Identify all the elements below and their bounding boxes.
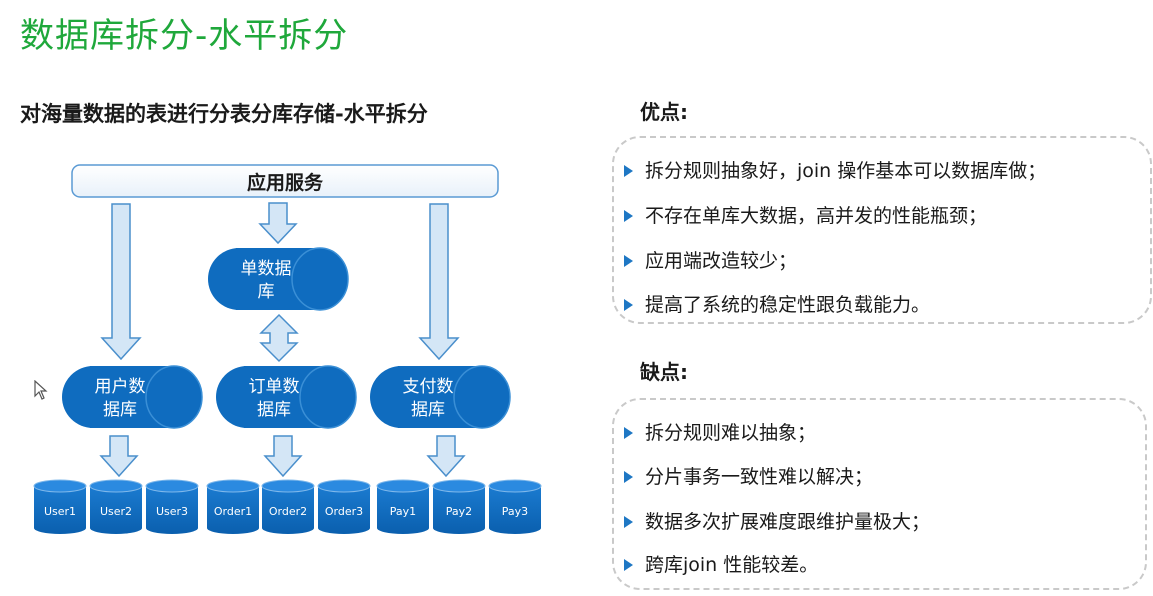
shard-db-label: Order1 <box>214 505 252 518</box>
shard-db-pay2: Pay2 <box>432 479 486 534</box>
arrow-order-to-shards <box>263 435 303 478</box>
cons-item: 拆分规则难以抽象； <box>624 418 816 445</box>
cons-item: 分片事务一致性难以解决； <box>624 462 873 489</box>
user-db-cylinder: 用户数 据库 <box>62 365 203 429</box>
shard-db-user1: User1 <box>33 479 87 534</box>
shard-db-label: Pay1 <box>390 505 416 518</box>
page-title: 数据库拆分-水平拆分 <box>20 16 349 56</box>
pros-item: 拆分规则抽象好，join 操作基本可以数据库做； <box>624 156 1046 183</box>
pros-item: 提高了系统的稳定性跟负载能力。 <box>624 290 930 317</box>
pros-item: 不存在单库大数据，高并发的性能瓶颈； <box>624 201 987 228</box>
pay-db-cylinder: 支付数 据库 <box>370 365 511 429</box>
user-db-label-line2: 据库 <box>103 400 137 420</box>
bullet-arrow-icon <box>624 298 633 311</box>
cons-item-text: 拆分规则难以抽象； <box>645 422 817 444</box>
pros-heading: 优点: <box>640 100 688 124</box>
bullet-arrow-icon <box>624 209 633 222</box>
arrow-user-to-shards <box>99 435 139 478</box>
single-db-cylinder: 单数据 库 <box>208 247 349 311</box>
bullet-arrow-icon <box>624 515 633 528</box>
cons-item-text: 数据多次扩展难度跟维护量极大； <box>645 511 931 533</box>
order-db-label-line1: 订单数 <box>249 377 300 397</box>
order-db-cylinder: 订单数 据库 <box>216 365 357 429</box>
arrow-to-user-db <box>100 203 142 361</box>
user-db-label-line1: 用户数 <box>95 377 146 397</box>
shard-db-label: User2 <box>100 505 132 518</box>
shard-db-label: Pay2 <box>446 505 472 518</box>
bullet-arrow-icon <box>624 470 633 483</box>
pros-item: 应用端改造较少； <box>624 246 797 273</box>
shard-db-order2: Order2 <box>261 479 315 534</box>
single-db-label-line1: 单数据 <box>241 259 292 279</box>
shard-db-user2: User2 <box>89 479 143 534</box>
cons-item-text: 分片事务一致性难以解决； <box>645 466 874 488</box>
bullet-arrow-icon <box>624 558 633 571</box>
bullet-arrow-icon <box>624 164 633 177</box>
shard-db-user3: User3 <box>145 479 199 534</box>
app-service-box <box>71 164 499 198</box>
cons-heading: 缺点: <box>640 360 688 384</box>
mouse-pointer-icon <box>34 380 48 400</box>
bullet-arrow-icon <box>624 254 633 267</box>
pay-db-label-line2: 据库 <box>411 400 445 420</box>
app-service-label: 应用服务 <box>247 171 324 194</box>
pay-db-label-line1: 支付数 <box>403 377 454 397</box>
double-arrow-single-order <box>259 313 299 363</box>
pros-item-text: 提高了系统的稳定性跟负载能力。 <box>645 294 931 316</box>
order-db-label-line2: 据库 <box>257 400 291 420</box>
shard-db-pay1: Pay1 <box>376 479 430 534</box>
arrow-pay-to-shards <box>426 435 466 478</box>
shard-cylinders: User1 User2 User3 Order1 Order2 Order3 Pay1 Pay… <box>33 479 542 534</box>
cons-item: 数据多次扩展难度跟维护量极大； <box>624 507 930 534</box>
pros-item-text: 不存在单库大数据，高并发的性能瓶颈； <box>645 205 988 227</box>
arrow-to-single-db <box>258 202 298 245</box>
shard-db-order1: Order1 <box>206 479 260 534</box>
pros-box: 拆分规则抽象好，join 操作基本可以数据库做； 不存在单库大数据，高并发的性能… <box>612 136 1152 324</box>
pros-item-text: 拆分规则抽象好，join 操作基本可以数据库做； <box>645 160 1047 182</box>
pros-item-text: 应用端改造较少； <box>645 250 798 272</box>
single-db-label-line2: 库 <box>258 282 275 302</box>
shard-db-label: Order2 <box>269 505 307 518</box>
diagram-subtitle: 对海量数据的表进行分表分库存储-水平拆分 <box>20 102 428 126</box>
shard-db-label: User1 <box>44 505 76 518</box>
bullet-arrow-icon <box>624 426 633 439</box>
cons-box: 拆分规则难以抽象； 分片事务一致性难以解决； 数据多次扩展难度跟维护量极大； 跨… <box>612 398 1147 590</box>
cons-item-text: 跨库join 性能较差。 <box>645 554 819 576</box>
cons-item: 跨库join 性能较差。 <box>624 550 818 577</box>
shard-db-order3: Order3 <box>317 479 371 534</box>
arrow-to-pay-db <box>418 203 460 361</box>
shard-db-label: User3 <box>156 505 188 518</box>
shard-db-label: Order3 <box>325 505 363 518</box>
architecture-diagram: 应用服务 单数据 库 用户数 据库 订单数 据库 支付数 据库 <box>33 164 542 534</box>
shard-db-pay3: Pay3 <box>488 479 542 534</box>
shard-db-label: Pay3 <box>502 505 528 518</box>
